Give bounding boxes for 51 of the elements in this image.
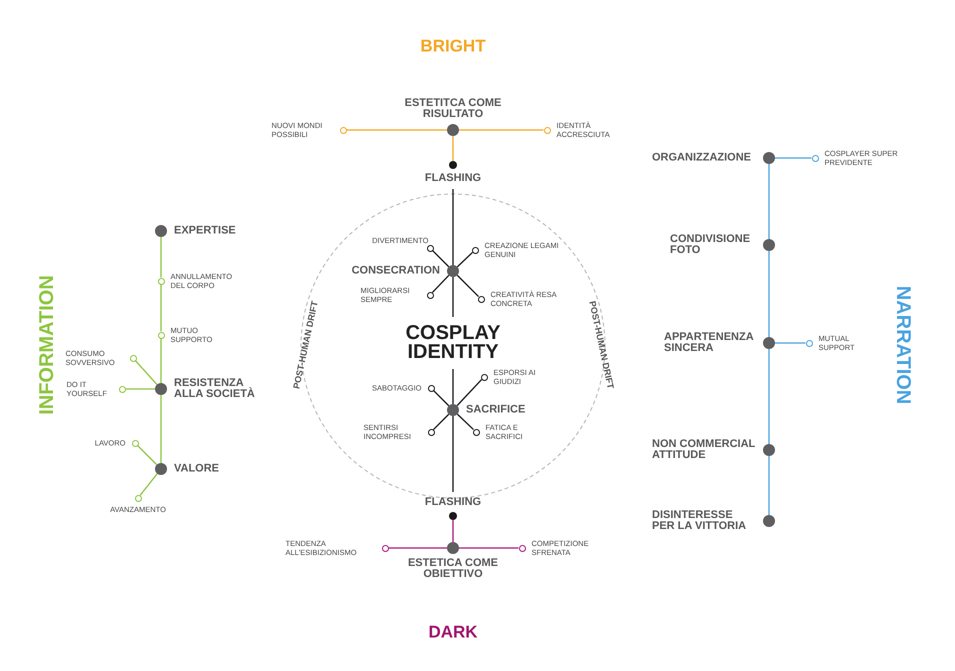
heading-text: NARRATION	[893, 286, 913, 404]
connector-line	[768, 349, 770, 444]
node-label: ESTETITCA COME RISULTATO	[404, 98, 502, 120]
heading-text: BRIGHT	[420, 38, 486, 54]
connector-line	[126, 388, 155, 390]
connector-line	[140, 473, 158, 496]
connector-line	[452, 416, 454, 492]
connector-line	[432, 274, 450, 293]
heading-text: DARK	[428, 624, 478, 640]
connector-line	[459, 129, 544, 131]
connector-line	[456, 414, 474, 430]
connector-line	[456, 379, 482, 406]
node-label: SACRIFICE	[466, 404, 526, 416]
connector-line	[775, 342, 806, 344]
connector-line	[775, 157, 812, 159]
heading-text: INFORMATION	[37, 275, 57, 415]
node-label: ORGANIZZAZIONE	[652, 152, 752, 164]
node-label: DISINTERESSE PER LA VITTORIA	[652, 510, 748, 532]
node-label: NON COMMERCIAL ATTITUDE	[652, 439, 756, 461]
connector-line	[456, 274, 479, 297]
node-label: FLASHING	[424, 173, 482, 184]
center-title: COSPLAY IDENTITY	[403, 324, 503, 362]
connector-line	[134, 360, 158, 385]
node-label: CONSECRATION	[350, 266, 440, 276]
connector-line	[432, 250, 450, 268]
connector-line	[768, 456, 770, 515]
connector-line	[459, 547, 518, 549]
connector-line	[160, 395, 162, 463]
connector-line	[452, 520, 454, 542]
connector-line	[137, 445, 158, 466]
connector-line	[160, 338, 162, 383]
connector-line	[768, 164, 770, 239]
node-label: ESTETICA COME OBIETTIVO	[406, 558, 500, 580]
connector-line	[452, 277, 454, 317]
node-label: RESISTENZA ALLA SOCIETÀ	[174, 378, 256, 400]
connector-line	[388, 547, 447, 549]
connector-line	[433, 414, 450, 430]
connector-line	[346, 129, 447, 131]
node-label: FLASHING	[424, 497, 482, 508]
node-label: CONDIVISIONE FOTO	[670, 234, 752, 256]
connector-line	[456, 252, 473, 268]
connector-line	[160, 284, 162, 332]
connector-line	[452, 369, 454, 404]
connector-line	[433, 390, 450, 406]
connector-line	[452, 136, 454, 161]
node-label: EXPERTISE	[174, 226, 237, 236]
connector-line	[452, 189, 454, 265]
connector-line	[768, 251, 770, 337]
node-label: VALORE	[174, 464, 220, 474]
node-label: APPARTENENZA SINCERA	[664, 332, 754, 354]
connector-line	[160, 237, 162, 278]
